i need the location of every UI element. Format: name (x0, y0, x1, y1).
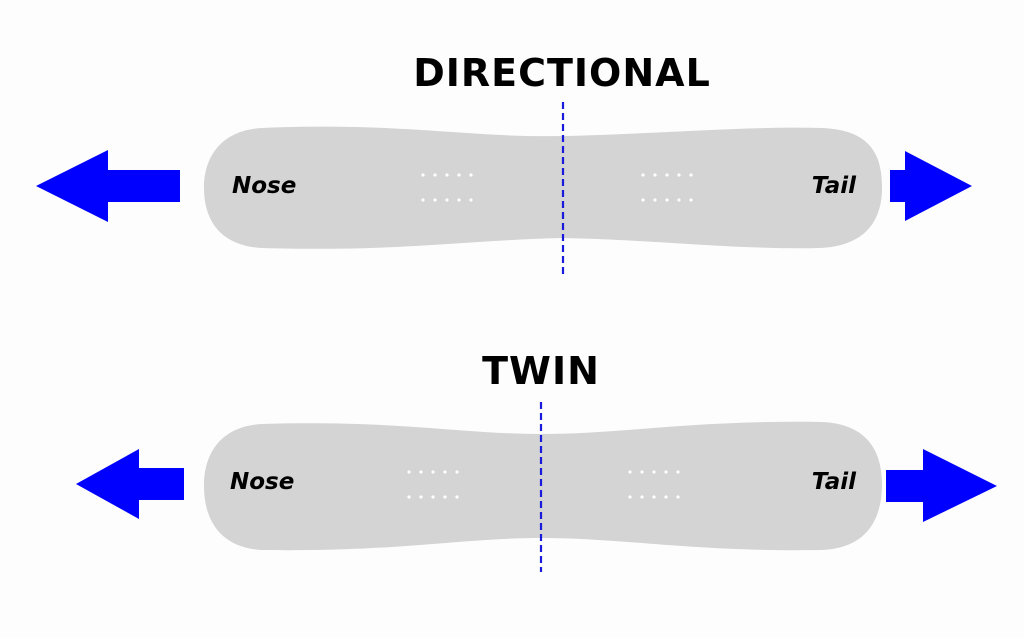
twin-front-inserts-dot (419, 495, 423, 499)
directional-rear-inserts-dot (665, 173, 669, 177)
directional-title: DIRECTIONAL (413, 51, 711, 95)
twin-rear-inserts-dot (628, 495, 632, 499)
twin-nose-arrow (76, 449, 184, 519)
twin-rear-inserts-dot (676, 495, 680, 499)
twin-rear-inserts-dot (652, 495, 656, 499)
directional-rear-inserts-dot (641, 198, 645, 202)
directional-front-inserts-dot (421, 198, 425, 202)
directional-rear-inserts-dot (653, 173, 657, 177)
twin-front-inserts-dot (443, 495, 447, 499)
directional-section: DIRECTIONAL Nose Tail (36, 51, 972, 274)
twin-board (204, 421, 882, 551)
directional-front-inserts-dot (457, 173, 461, 177)
twin-title: TWIN (482, 349, 600, 393)
twin-rear-inserts-dot (640, 470, 644, 474)
twin-nose-label: Nose (230, 469, 294, 495)
twin-front-inserts-dot (455, 470, 459, 474)
directional-rear-inserts-dot (641, 173, 645, 177)
twin-front-inserts-dot (407, 495, 411, 499)
twin-tail-arrow (886, 449, 997, 522)
twin-rear-inserts-dot (664, 495, 668, 499)
directional-rear-inserts-dot (653, 198, 657, 202)
twin-rear-inserts-dot (676, 470, 680, 474)
directional-front-inserts-dot (433, 198, 437, 202)
twin-front-inserts-dot (455, 495, 459, 499)
twin-front-inserts (407, 470, 459, 499)
directional-front-inserts-dot (457, 198, 461, 202)
twin-rear-inserts-dot (640, 495, 644, 499)
directional-tail-label: Tail (812, 173, 857, 199)
directional-rear-inserts (641, 173, 693, 202)
twin-section: TWIN Nose Tail (76, 349, 997, 572)
directional-front-inserts-dot (445, 198, 449, 202)
directional-front-inserts-dot (469, 173, 473, 177)
directional-rear-inserts-dot (665, 198, 669, 202)
twin-rear-inserts-dot (652, 470, 656, 474)
directional-rear-inserts-dot (689, 173, 693, 177)
directional-front-inserts-dot (469, 198, 473, 202)
twin-rear-inserts-dot (664, 470, 668, 474)
twin-rear-inserts (628, 470, 680, 499)
directional-rear-inserts-dot (677, 173, 681, 177)
twin-front-inserts-dot (431, 470, 435, 474)
directional-board (204, 126, 882, 249)
twin-front-inserts-dot (443, 470, 447, 474)
twin-front-inserts-dot (431, 495, 435, 499)
directional-front-inserts-dot (421, 173, 425, 177)
twin-front-inserts-dot (407, 470, 411, 474)
directional-rear-inserts-dot (689, 198, 693, 202)
directional-tail-arrow (890, 151, 972, 221)
directional-nose-label: Nose (232, 173, 296, 199)
directional-front-inserts-dot (445, 173, 449, 177)
directional-front-inserts (421, 173, 473, 202)
directional-rear-inserts-dot (677, 198, 681, 202)
directional-nose-arrow (36, 150, 180, 222)
directional-front-inserts-dot (433, 173, 437, 177)
twin-rear-inserts-dot (628, 470, 632, 474)
twin-front-inserts-dot (419, 470, 423, 474)
twin-tail-label: Tail (812, 469, 857, 495)
